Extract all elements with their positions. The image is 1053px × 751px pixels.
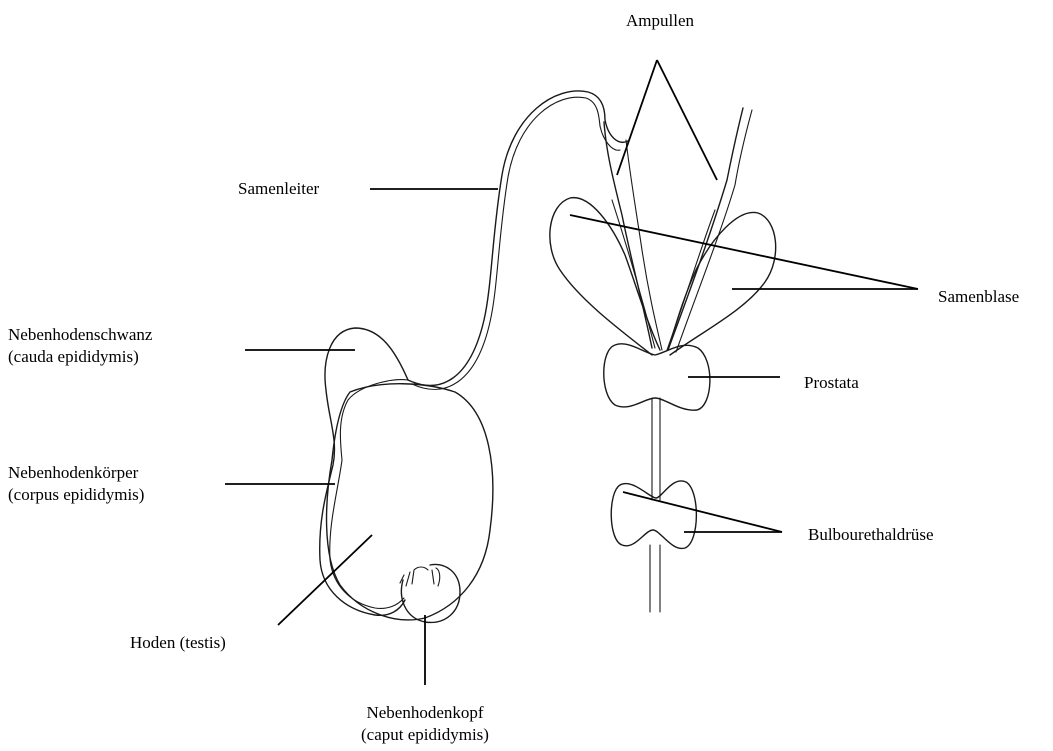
vesicle-duct-left (612, 200, 655, 348)
label-nebenhodenschwanz-line1: Nebenhodenschwanz (8, 324, 152, 346)
label-samenleiter: Samenleiter (238, 178, 319, 200)
label-samenblase: Samenblase (938, 286, 1019, 308)
label-samenblase-text: Samenblase (938, 286, 1019, 308)
tubule-scribble (400, 567, 440, 586)
label-nebenhodenkoerper-line2: (corpus epididymis) (8, 484, 144, 506)
label-hoden-text: Hoden (testis) (130, 632, 226, 654)
leader-ampullen-right (657, 60, 717, 180)
label-hoden: Hoden (testis) (130, 632, 226, 654)
label-nebenhodenkopf: Nebenhodenkopf (caput epididymis) (320, 702, 530, 746)
label-nebenhodenkopf-line2: (caput epididymis) (320, 724, 530, 746)
label-ampullen-text: Ampullen (600, 10, 720, 32)
seminal-vesicle-right (668, 212, 776, 355)
label-bulbourethaldruese-text: Bulbourethaldrüse (808, 524, 934, 546)
vas-deferens-inner (412, 97, 620, 389)
label-nebenhodenschwanz-line2: (cauda epididymis) (8, 346, 152, 368)
leader-bulbourethal-upper (623, 492, 782, 532)
vas-deferens-outer (408, 91, 628, 385)
label-ampullen: Ampullen (600, 10, 720, 32)
bulbourethral-gland-shape (611, 481, 696, 549)
ampulla-right-inner (676, 110, 752, 352)
label-bulbourethaldruese: Bulbourethaldrüse (808, 524, 934, 546)
label-nebenhodenkoerper: Nebenhodenkörper (corpus epididymis) (8, 462, 144, 506)
ampulla-left-inner (626, 140, 662, 350)
label-prostata: Prostata (804, 372, 859, 394)
leader-hoden (278, 535, 372, 625)
label-nebenhodenschwanz: Nebenhodenschwanz (cauda epididymis) (8, 324, 152, 368)
label-prostata-text: Prostata (804, 372, 859, 394)
leader-ampullen-left (617, 60, 657, 175)
label-nebenhodenkopf-line1: Nebenhodenkopf (320, 702, 530, 724)
label-nebenhodenkoerper-line1: Nebenhodenkörper (8, 462, 144, 484)
seminal-vesicle-left (550, 198, 660, 355)
leader-samenblase-left (570, 215, 918, 289)
testis-shape (327, 384, 493, 620)
epididymis-outline-inner (330, 380, 408, 609)
label-samenleiter-text: Samenleiter (238, 178, 319, 200)
